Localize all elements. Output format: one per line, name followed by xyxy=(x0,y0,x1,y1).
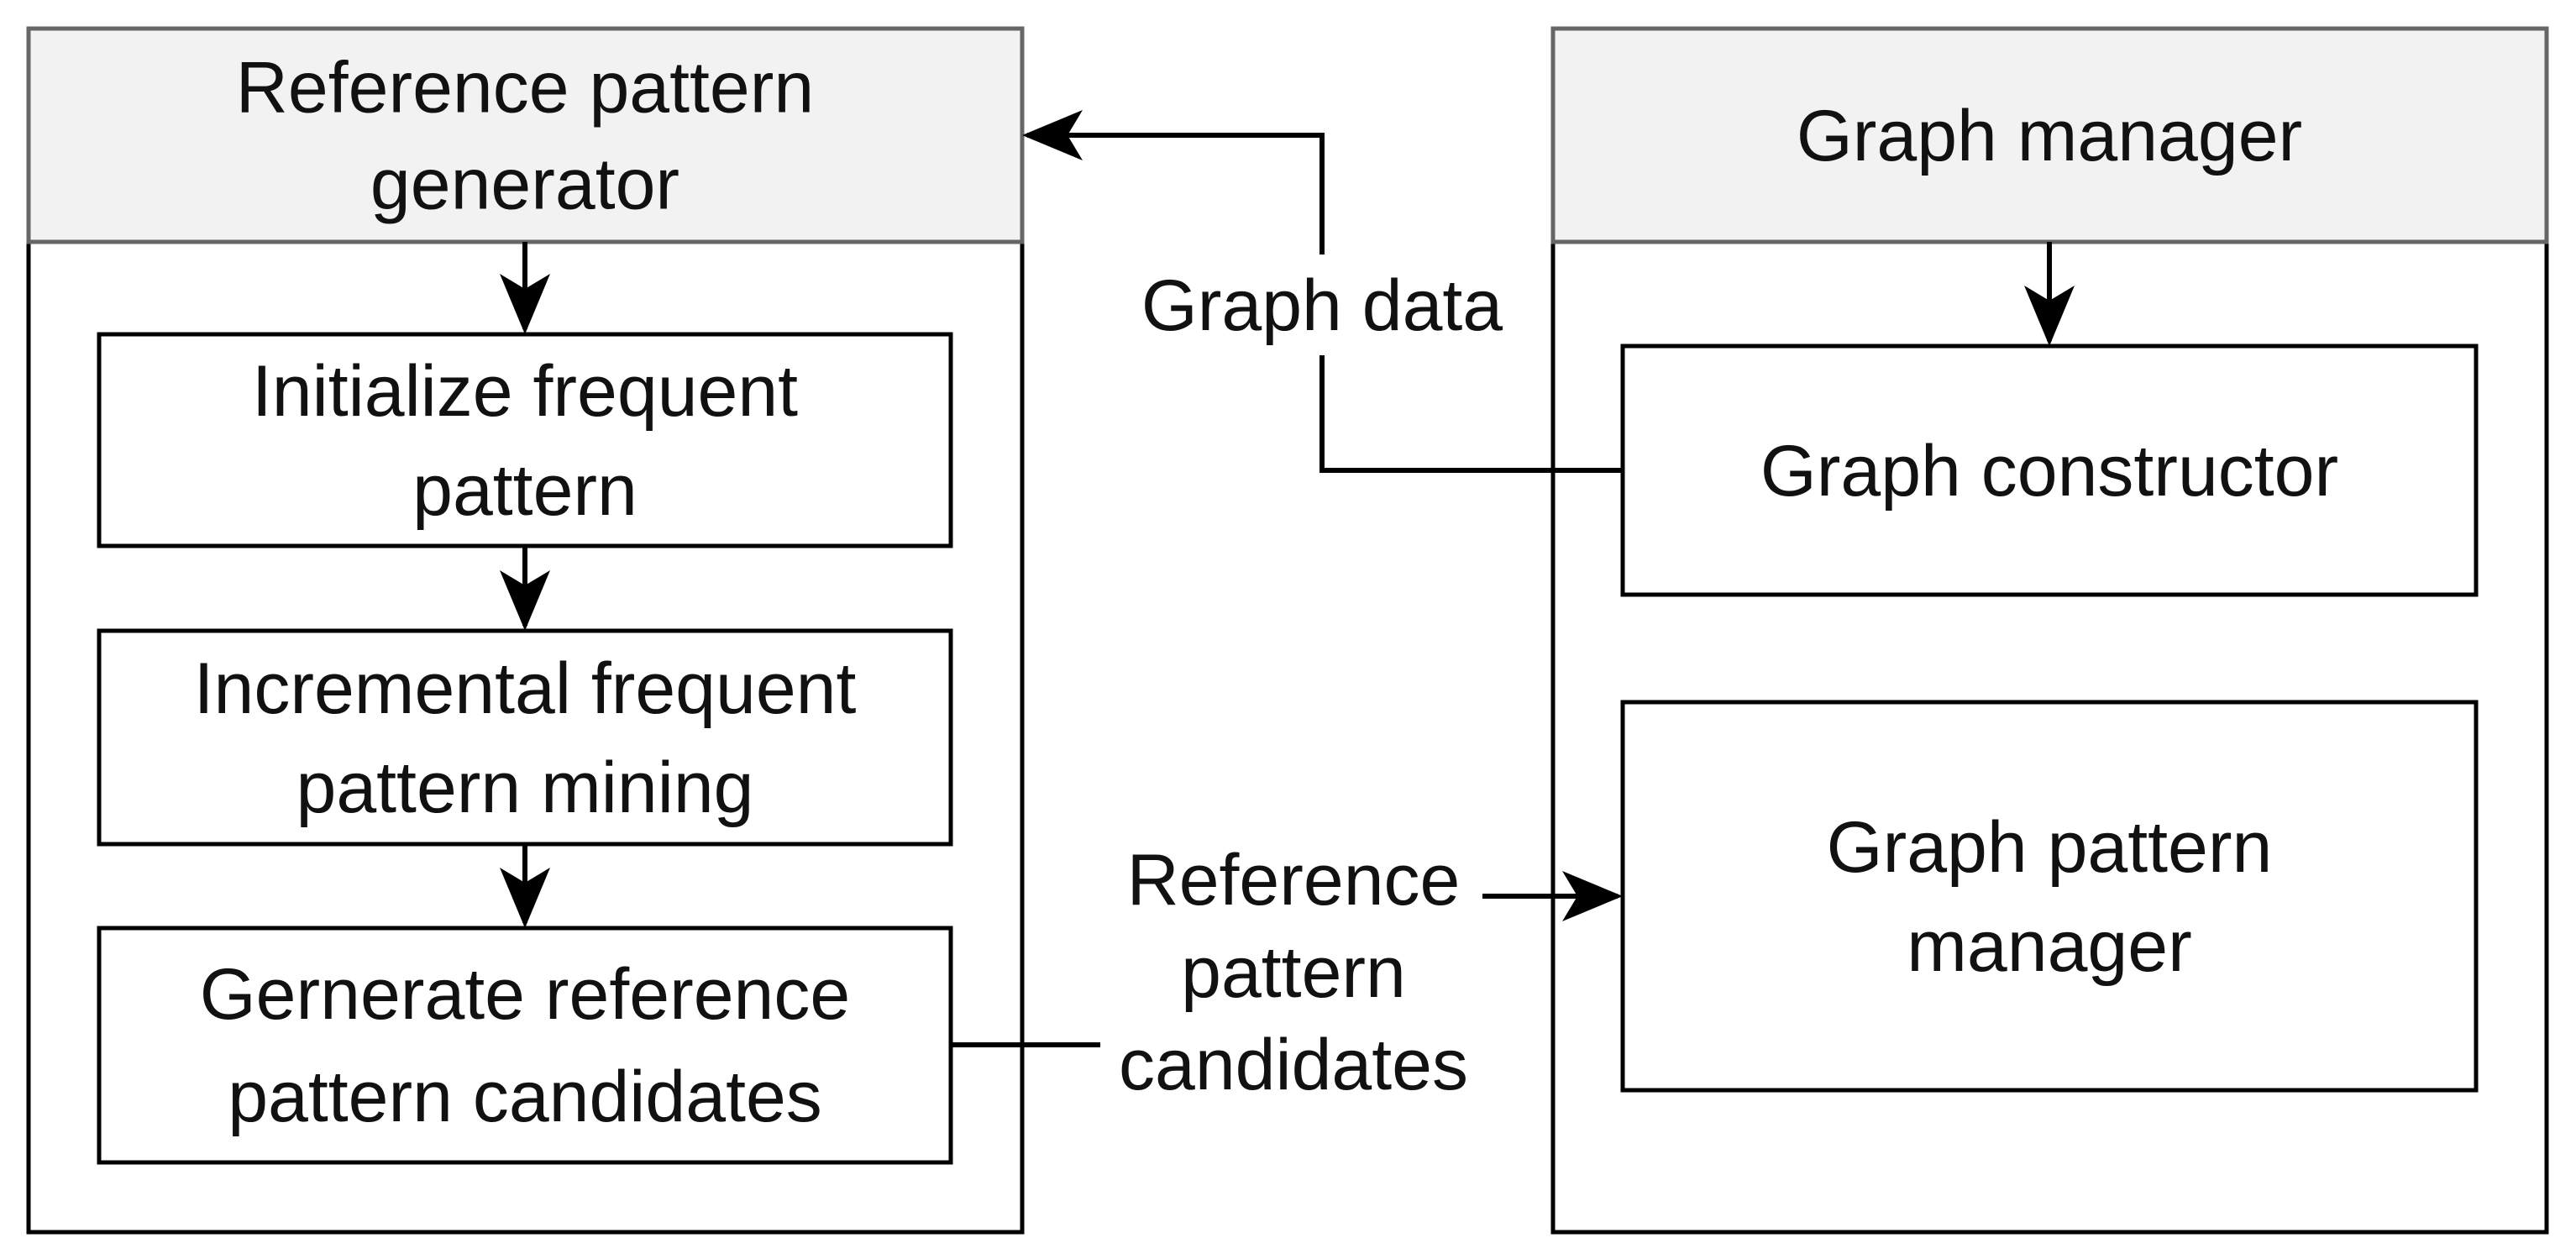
generate-reference-pattern-candidates-step: Gernerate reference pattern candidates xyxy=(97,926,953,1165)
graph-manager-title: Graph manager xyxy=(1797,96,2302,176)
graph-data-label-line-1: Graph data xyxy=(1141,265,1503,346)
reference-pattern-generator-header xyxy=(26,26,1025,244)
reference-pattern-generator-title-line-2: generator xyxy=(370,144,679,225)
graph-pattern-manager-label-line-1: Graph pattern xyxy=(1827,807,2273,888)
incremental-frequent-pattern-mining-label: Incremental frequent pattern mining xyxy=(194,648,857,828)
graph-constructor-box xyxy=(1620,344,2479,597)
graph-constructor-label-line-1: Graph constructor xyxy=(1760,431,2338,511)
reference-pattern-candidates-label-line-3: candidates xyxy=(1119,1025,1468,1105)
reference-pattern-candidates-label-line-1: Reference xyxy=(1127,840,1461,921)
graph-constructor-label: Graph constructor xyxy=(1760,431,2338,511)
graph-data-label: Graph data xyxy=(1141,265,1503,346)
edge-label-graph-data: Graph data xyxy=(1121,254,1524,355)
reference-pattern-generator-title: Reference pattern generator xyxy=(236,48,814,225)
generate-reference-pattern-candidates-label-line-2: pattern candidates xyxy=(228,1057,822,1137)
incremental-frequent-pattern-mining-step: Incremental frequent pattern mining xyxy=(97,628,953,847)
reference-pattern-candidates-label-line-2: pattern xyxy=(1181,932,1406,1013)
graph-pattern-manager-node: Graph pattern manager xyxy=(1620,700,2479,1093)
initialize-frequent-pattern-label: Initialize frequent pattern xyxy=(252,351,798,531)
incremental-frequent-pattern-mining-label-line-1: Incremental frequent xyxy=(194,648,857,729)
incremental-frequent-pattern-mining-label-line-2: pattern mining xyxy=(296,748,754,828)
reference-pattern-generator-title-line-1: Reference pattern xyxy=(236,48,814,129)
generate-reference-pattern-candidates-label: Gernerate reference pattern candidates xyxy=(200,954,850,1137)
graph-constructor-node: Graph constructor xyxy=(1620,344,2479,597)
initialize-frequent-pattern-label-line-1: Initialize frequent xyxy=(252,351,798,432)
graph-pattern-manager-label: Graph pattern manager xyxy=(1827,807,2273,987)
reference-pattern-candidates-label: Reference pattern candidates xyxy=(1119,840,1468,1105)
generate-reference-pattern-candidates-label-line-1: Gernerate reference xyxy=(200,954,850,1035)
initialize-frequent-pattern-label-line-2: pattern xyxy=(412,450,637,531)
edge-label-reference-pattern-candidates: Reference pattern candidates xyxy=(1100,831,1482,1109)
edge-label-graph-data-background xyxy=(1121,254,1524,355)
initialize-frequent-pattern-step: Initialize frequent pattern xyxy=(97,332,953,548)
graph-manager-header xyxy=(1550,26,2549,244)
graph-manager-title-line-1: Graph manager xyxy=(1797,96,2302,176)
graph-pattern-manager-label-line-2: manager xyxy=(1907,906,2191,987)
graph-pattern-manager-box xyxy=(1620,700,2479,1093)
edge-label-reference-pattern-candidates-background xyxy=(1100,831,1482,1109)
